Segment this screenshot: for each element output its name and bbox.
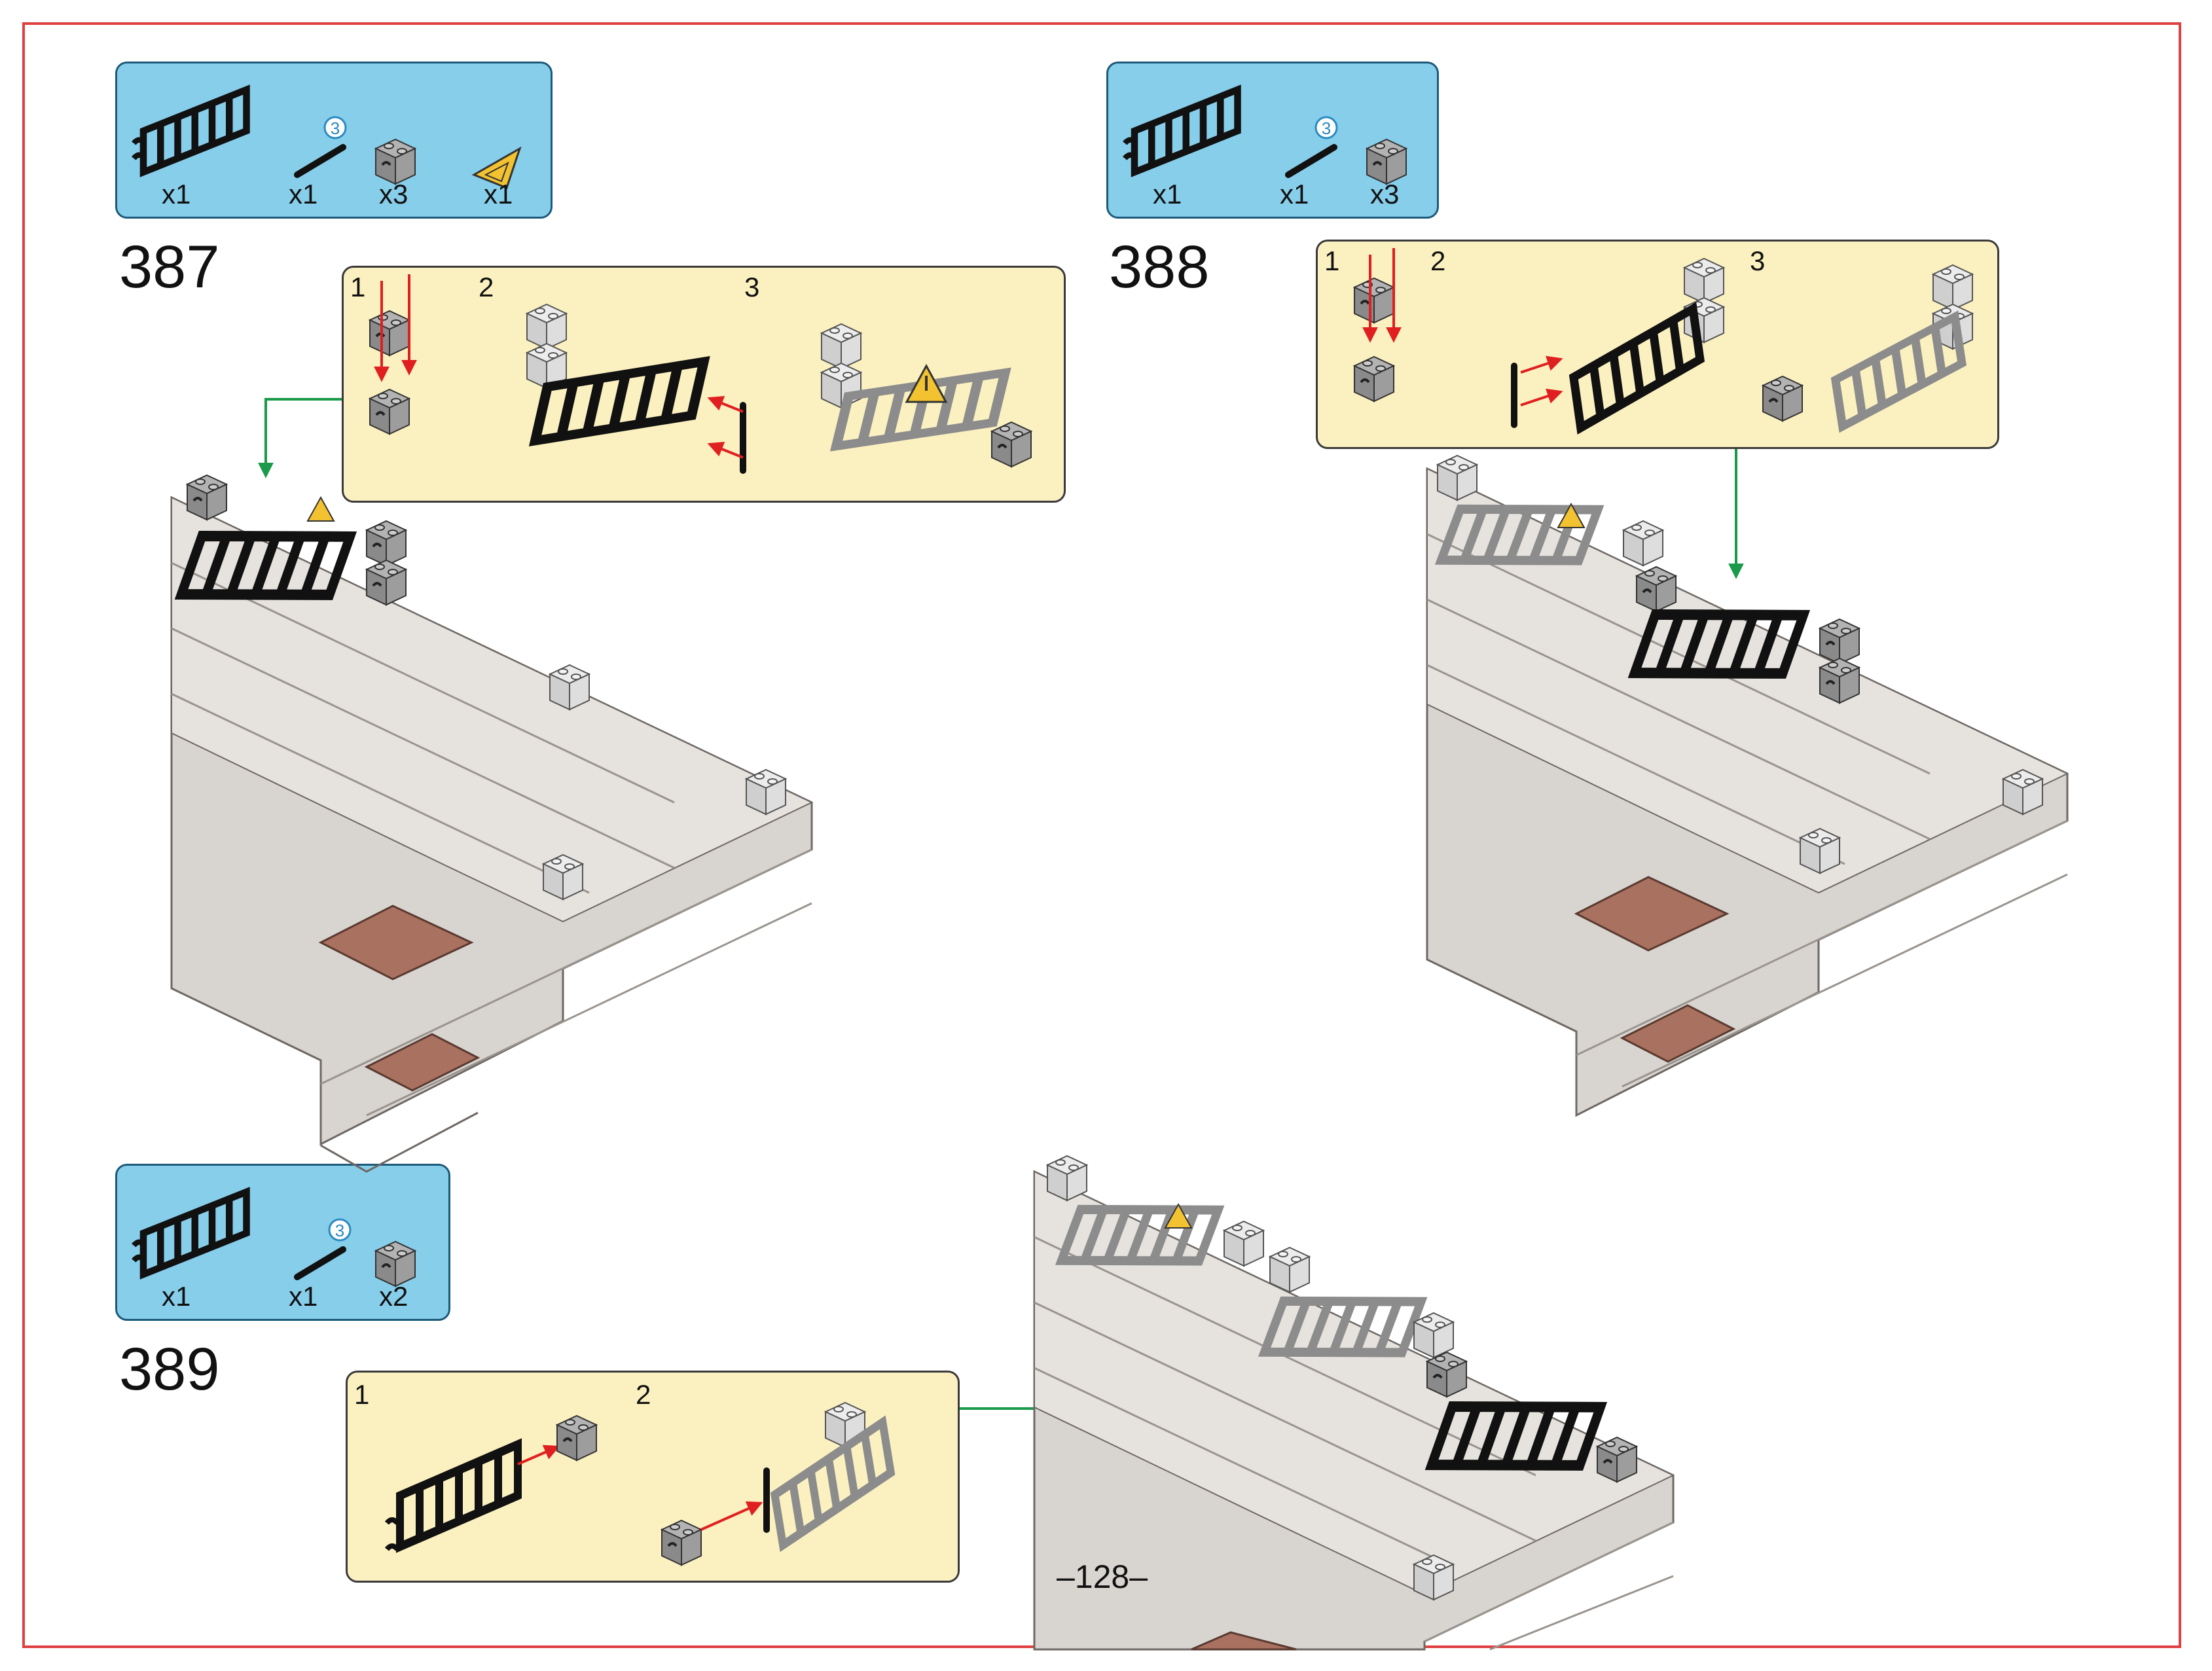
part-qty: x1 (484, 179, 513, 209)
step-number-389: 389 (119, 1336, 220, 1403)
wall-model-388 (1426, 456, 2069, 1117)
wall-model-387 (170, 475, 814, 1173)
sub-step-label: 1 (1324, 245, 1340, 276)
sub-assembly-illustration-389 (384, 1402, 962, 1566)
parts-list-388: 3 x1 x1 x3 (1106, 62, 1439, 219)
sub-assembly-387: 1 2 3 (342, 266, 1066, 503)
sub-step-label: 3 (1750, 245, 1766, 276)
sub-assembly-illustration-387 (369, 274, 1032, 505)
part-qty: x1 (1153, 179, 1182, 209)
step-number-387: 387 (119, 234, 220, 300)
part-qty: x1 (1280, 179, 1309, 209)
fence-panel-icon (132, 1192, 246, 1274)
part-qty: x3 (379, 179, 408, 209)
bar-icon (294, 1246, 346, 1280)
part-qty: x1 (162, 1281, 191, 1312)
sub-step-label: 2 (1430, 245, 1446, 276)
parts-list-387: 3 x1 x1 x3 x1 (115, 62, 553, 219)
svg-text:3: 3 (335, 1221, 344, 1240)
sub-assembly-illustration-388 (1353, 248, 2001, 451)
sub-step-label: 1 (350, 272, 366, 302)
part-qty: x1 (289, 179, 318, 209)
page-number: –128– (1057, 1558, 1148, 1595)
parts-illustration-387: 3 (132, 63, 522, 189)
sub-assembly-389: 1 2 (346, 1371, 960, 1583)
sub-assembly-388: 1 2 3 (1316, 240, 1999, 449)
wall-model-389 (1033, 1156, 1675, 1651)
svg-text:3: 3 (331, 118, 340, 138)
step-number-388: 388 (1109, 234, 1210, 300)
part-qty: x1 (162, 179, 191, 209)
sub-step-label: 2 (479, 272, 494, 302)
bar-icon (294, 144, 346, 178)
fence-panel-icon (132, 90, 246, 172)
parts-illustration-388: 3 (1123, 63, 1407, 185)
fence-panel-icon (1123, 90, 1237, 172)
sub-step-label: 3 (744, 272, 760, 302)
sub-step-label: 1 (354, 1379, 370, 1410)
parts-list-389: 3 x1 x1 x2 (115, 1164, 450, 1321)
part-qty: x1 (289, 1281, 318, 1312)
parts-illustration-389: 3 (132, 1166, 416, 1287)
svg-text:3: 3 (1322, 118, 1331, 138)
part-qty: x2 (379, 1281, 408, 1312)
warning-sign-icon (471, 146, 522, 189)
bar-icon (1285, 144, 1337, 178)
part-qty: x3 (1370, 179, 1400, 209)
sub-step-label: 2 (636, 1379, 651, 1410)
